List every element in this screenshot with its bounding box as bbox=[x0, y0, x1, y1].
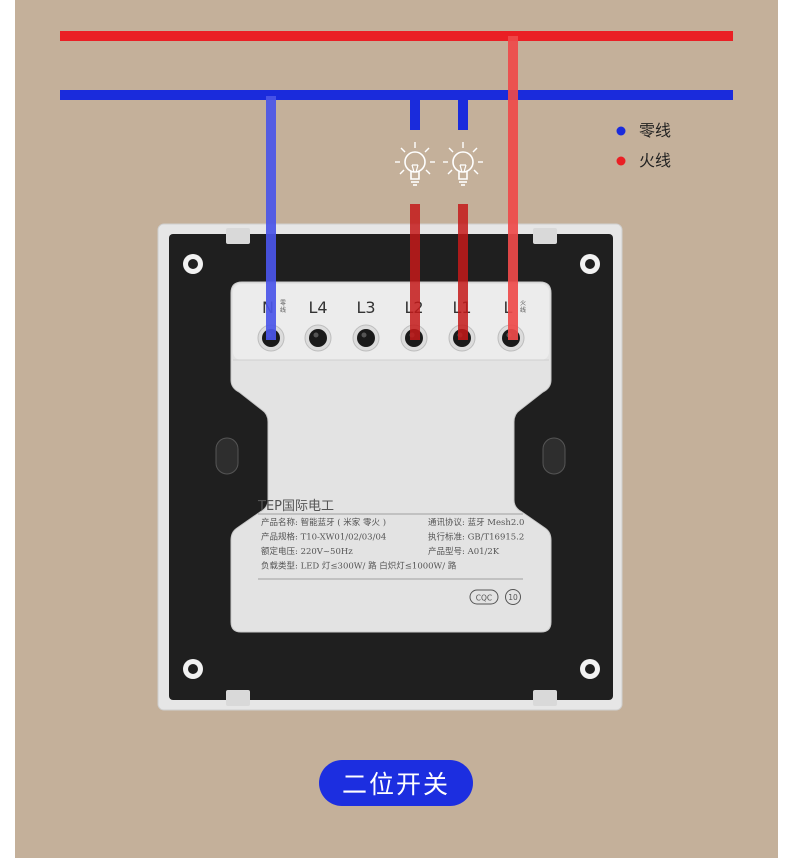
rating-mark bbox=[505, 589, 521, 605]
label-plate-line: 负载类型: LED 灯≤300W/ 路 白炽灯≤1000W/ 路 bbox=[261, 561, 457, 572]
load-wire-l1 bbox=[458, 204, 468, 340]
side-slot-left bbox=[215, 437, 239, 475]
terminal-hole bbox=[357, 329, 375, 347]
terminal-sublabel: 零 bbox=[280, 300, 286, 307]
neutral-stub-bulb-1 bbox=[410, 96, 420, 130]
live-bus-wire bbox=[60, 31, 733, 41]
label-plate-line: 通讯协议: 蓝牙 Mesh2.0 bbox=[428, 517, 524, 528]
terminal-sublabel: 线 bbox=[520, 306, 526, 314]
load-wire-l2 bbox=[410, 204, 420, 340]
terminal-label: L4 bbox=[308, 298, 327, 317]
neutral-drop-wire bbox=[266, 96, 276, 340]
rating-text: 10 bbox=[508, 593, 518, 602]
light-bulb-icon bbox=[395, 142, 435, 186]
label-plate-line: 产品名称: 智能蓝牙 ( 米家 零火 ) bbox=[261, 517, 386, 528]
legend-neutral-label: 零线 bbox=[639, 121, 671, 140]
top-clip-left bbox=[226, 228, 250, 244]
legend-live-label: 火线 bbox=[639, 151, 671, 170]
bottom-clip-left bbox=[226, 690, 250, 706]
bottom-clip-right bbox=[533, 690, 557, 706]
cqc-text: CQC bbox=[476, 594, 492, 603]
label-plate-line: 额定电压: 220V~50Hz bbox=[261, 546, 353, 557]
side-slot-right bbox=[542, 437, 566, 475]
neutral-bus-wire bbox=[60, 90, 733, 100]
cqc-mark bbox=[469, 589, 499, 605]
diagram-title: 二位开关 bbox=[319, 760, 473, 806]
label-plate-line: 执行标准: GB/T16915.2 bbox=[428, 532, 524, 543]
light-bulb-icon bbox=[443, 142, 483, 186]
legend-live-dot bbox=[616, 156, 626, 166]
terminal-sublabel: 火 bbox=[520, 300, 526, 307]
terminal-hole bbox=[309, 329, 327, 347]
label-plate-line: 产品型号: A01/2K bbox=[428, 546, 500, 557]
top-clip-right bbox=[533, 228, 557, 244]
terminal-label: L3 bbox=[356, 298, 375, 317]
diagram-title-text: 二位开关 bbox=[341, 770, 450, 799]
legend-neutral-dot bbox=[616, 126, 626, 136]
live-drop-wire bbox=[508, 36, 518, 340]
terminal-sublabel: 线 bbox=[280, 306, 286, 314]
brand-text: TEP国际电工 bbox=[257, 499, 334, 514]
neutral-stub-bulb-2 bbox=[458, 96, 468, 130]
terminal-block bbox=[233, 284, 549, 360]
label-plate-line: 产品规格: T10-XW01/02/03/04 bbox=[261, 532, 386, 543]
switch-module bbox=[230, 281, 552, 633]
